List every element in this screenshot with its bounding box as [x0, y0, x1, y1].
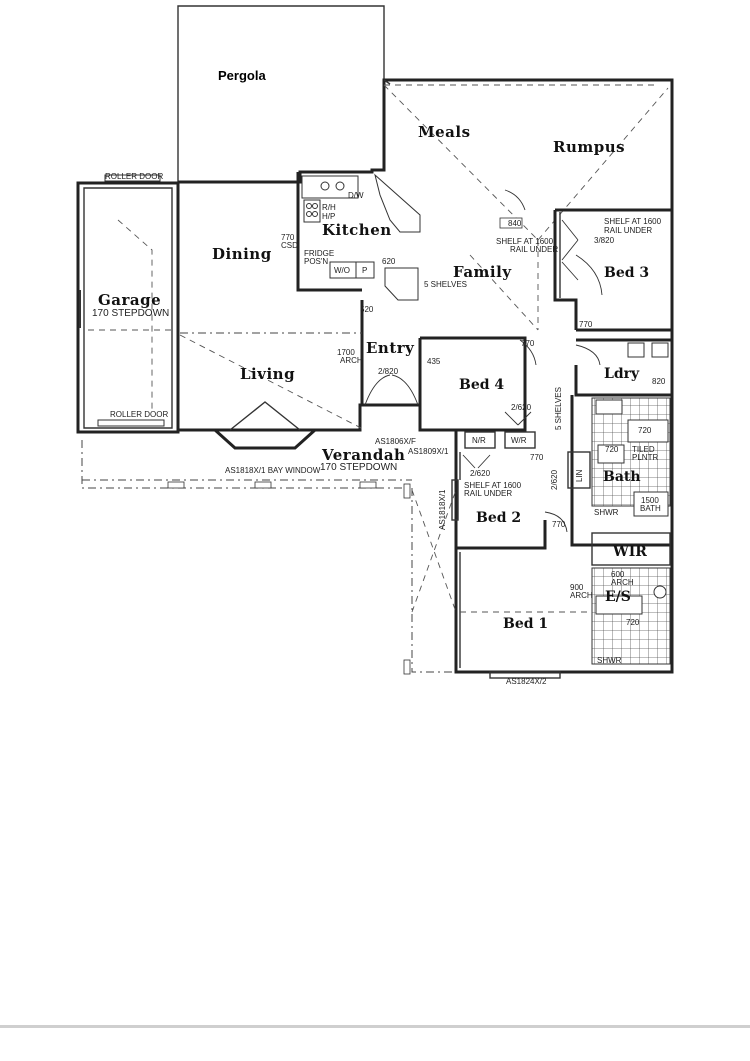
window-1809-label: AS1809X/1	[408, 447, 449, 456]
arch-label: ARCH	[340, 356, 363, 365]
bed2-hall-door-label: 2/620	[550, 469, 559, 490]
window-1806-label: AS1806X/F	[375, 437, 416, 446]
room-label-ldry: Ldry	[604, 366, 640, 382]
es-720-label: 720	[626, 618, 640, 627]
bath-720-b-label: 720	[605, 445, 619, 454]
window-1824-label: AS1824X/2	[506, 677, 547, 686]
entry-door-label: 2/820	[378, 367, 399, 376]
bed3-rail-label: RAIL UNDER	[604, 226, 652, 235]
living-verandah: AS1818X/1 BAY WINDOW AS1806X/F AS1809X/1…	[81, 401, 459, 675]
room-label-family: Family	[453, 263, 512, 281]
es-600-label: 600	[611, 570, 625, 579]
ldry-door-820-label: 820	[652, 377, 666, 386]
fridge-label: FRIDGE	[304, 249, 334, 258]
arch-1700-label: 1700	[337, 348, 355, 357]
room-label-entry: Entry	[366, 339, 415, 357]
entry-bed4: 2/820 1700 ARCH 435 770 Bed 4 2/620 5 SH…	[337, 339, 563, 550]
bed3: SHELF AT 1600 RAIL UNDER 3/820 Bed 3 770	[553, 208, 672, 330]
door-520-label: 520	[360, 305, 374, 314]
garage: ROLLER DOOR ROLLER DOOR Garage 170 STEPD…	[76, 172, 180, 434]
wr-label: W/R	[511, 436, 527, 445]
hotplate-label: H/P	[322, 212, 335, 221]
room-label-bed1: Bed 1	[503, 616, 548, 632]
linen-label: LIN	[575, 469, 584, 482]
bed3-door-770-label: 770	[579, 320, 593, 329]
walkin-label: W/O	[334, 266, 350, 275]
bath-word-label: BATH	[640, 504, 661, 513]
room-label-kitchen: Kitchen	[322, 221, 392, 239]
fridge-position-label: POS'N	[304, 257, 328, 266]
room-label-garage: Garage	[98, 291, 161, 309]
hall-770-label: 770	[530, 453, 544, 462]
csd-width-label: 770	[281, 233, 295, 242]
room-label-meals: Meals	[418, 123, 471, 141]
bath: LIN 720 720 TILED PLNTR 1500 BATH SHWR B…	[567, 395, 674, 547]
room-label-bed4: Bed 4	[459, 377, 504, 393]
room-label-bed2: Bed 2	[476, 510, 521, 526]
kitchen-fittings: D/W R/H H/P W/O P FRIDGE POS'N 770 CSD 6…	[281, 173, 467, 301]
es-arch-label: ARCH	[611, 578, 634, 587]
garage-stepdown-label: 170 STEPDOWN	[92, 308, 169, 319]
bay-window-label: AS1818X/1 BAY WINDOW	[225, 466, 321, 475]
room-label-dining: Dining	[212, 245, 272, 263]
room-label-rumpus: Rumpus	[553, 138, 625, 156]
bed2-robe-label: 2/620	[470, 469, 491, 478]
dishwasher-label: D/W	[348, 191, 364, 200]
bath-1500-label: 1500	[641, 496, 659, 505]
entry-770-label: 770	[521, 339, 535, 348]
nr-label: N/R	[472, 436, 486, 445]
master-suite: WIR 600 ARCH E/S 720 SHWR 900 ARCH Bed 1…	[454, 532, 674, 686]
family-shelves-label: 5 SHELVES	[424, 280, 467, 289]
page-bottom-rule	[0, 1025, 750, 1028]
room-label-bath: Bath	[603, 469, 641, 485]
roller-door-top-label: ROLLER DOOR	[105, 172, 163, 181]
room-label-bed3: Bed 3	[604, 265, 649, 281]
pantry-label: P	[362, 266, 367, 275]
bed2-shelf-label: SHELF AT 1600	[464, 481, 522, 490]
bed2-rail-label: RAIL UNDER	[464, 489, 512, 498]
pergola-area: Pergola	[177, 5, 385, 182]
family-shelf-label: SHELF AT 1600	[496, 237, 554, 246]
family-840-label: 840	[508, 219, 522, 228]
laundry: Ldry 820	[574, 338, 674, 397]
family-notes: 840 SHELF AT 1600 RAIL UNDER 520	[360, 189, 558, 314]
arch-900-label: 900	[570, 583, 584, 592]
bed3-shelf-label: SHELF AT 1600	[604, 217, 662, 226]
bed2: N/R W/R 2/620 SHELF AT 1600 RAIL UNDER B…	[459, 431, 568, 533]
main-walls	[176, 78, 674, 432]
window-1818-side-label: AS1818X/1	[438, 489, 447, 530]
planter-label: PLNTR	[632, 453, 658, 462]
room-label-living: Living	[240, 365, 295, 383]
hall-shelves-label: 5 SHELVES	[554, 387, 563, 430]
tiled-label: TILED	[632, 445, 655, 454]
rangehood-label: R/H	[322, 203, 336, 212]
family-rail-label: RAIL UNDER	[510, 245, 558, 254]
bed4-door-label: 2/620	[511, 403, 532, 412]
room-label-verandah: Verandah	[321, 446, 405, 464]
bath-shower-label: SHWR	[594, 508, 619, 517]
room-label-pergola: Pergola	[218, 68, 266, 83]
arch-word-label: ARCH	[570, 591, 593, 600]
bed3-robe-door-label: 3/820	[594, 236, 615, 245]
pantry-door-label: 620	[382, 257, 396, 266]
csd-label: CSD	[281, 241, 298, 250]
entry-435-label: 435	[427, 357, 441, 366]
bath-720-a-label: 720	[638, 426, 652, 435]
es-shower-label: SHWR	[597, 656, 622, 665]
verandah-stepdown-label: 170 STEPDOWN	[320, 462, 397, 473]
roller-door-bottom-label: ROLLER DOOR	[110, 410, 168, 419]
bed2-770-label: 770	[552, 520, 566, 529]
room-label-wir: WIR	[612, 544, 647, 560]
room-label-es: E/S	[605, 589, 631, 605]
